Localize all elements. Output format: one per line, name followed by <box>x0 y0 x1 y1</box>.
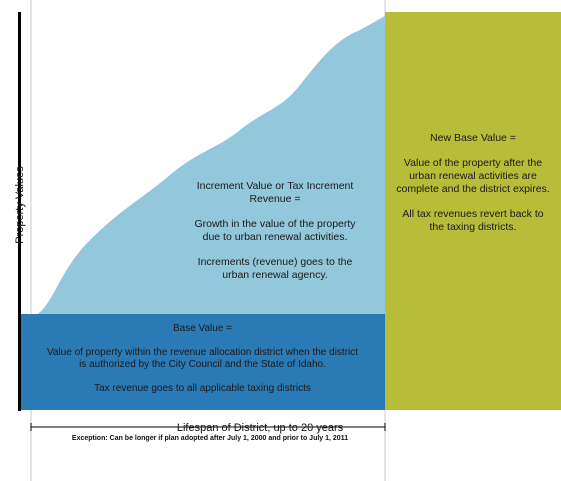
increment-note: Increments (revenue) goes to the urban r… <box>197 256 353 281</box>
new-base-body: Value of the property after the urban re… <box>396 157 550 195</box>
increment-text: Increment Value or Tax Increment Revenue… <box>190 180 360 282</box>
lifespan-label: Lifespan of District, up to 20 years <box>176 422 344 434</box>
increment-area <box>20 16 385 314</box>
increment-body: Growth in the value of the property due … <box>194 218 356 243</box>
y-axis-label: Property Values <box>14 166 26 244</box>
base-body: Value of property within the revenue all… <box>46 347 359 370</box>
new-base-value-panel <box>385 12 561 410</box>
base-value-band <box>20 314 385 410</box>
increment-heading: Increment Value or Tax Increment Revenue… <box>196 180 354 205</box>
base-heading: Base Value = <box>172 323 233 334</box>
new-base-text: New Base Value = Value of the property a… <box>395 132 551 234</box>
new-base-heading: New Base Value = <box>430 132 516 144</box>
base-note: Tax revenue goes to all applicable taxin… <box>94 383 311 394</box>
new-base-note: All tax revenues revert back to the taxi… <box>402 208 544 233</box>
lifespan-exception: Exception: Can be longer if plan adopted… <box>71 435 349 442</box>
lifespan-bracket <box>30 423 386 431</box>
base-text: Base Value = Value of property within th… <box>45 323 360 395</box>
y-axis-line <box>18 12 21 411</box>
